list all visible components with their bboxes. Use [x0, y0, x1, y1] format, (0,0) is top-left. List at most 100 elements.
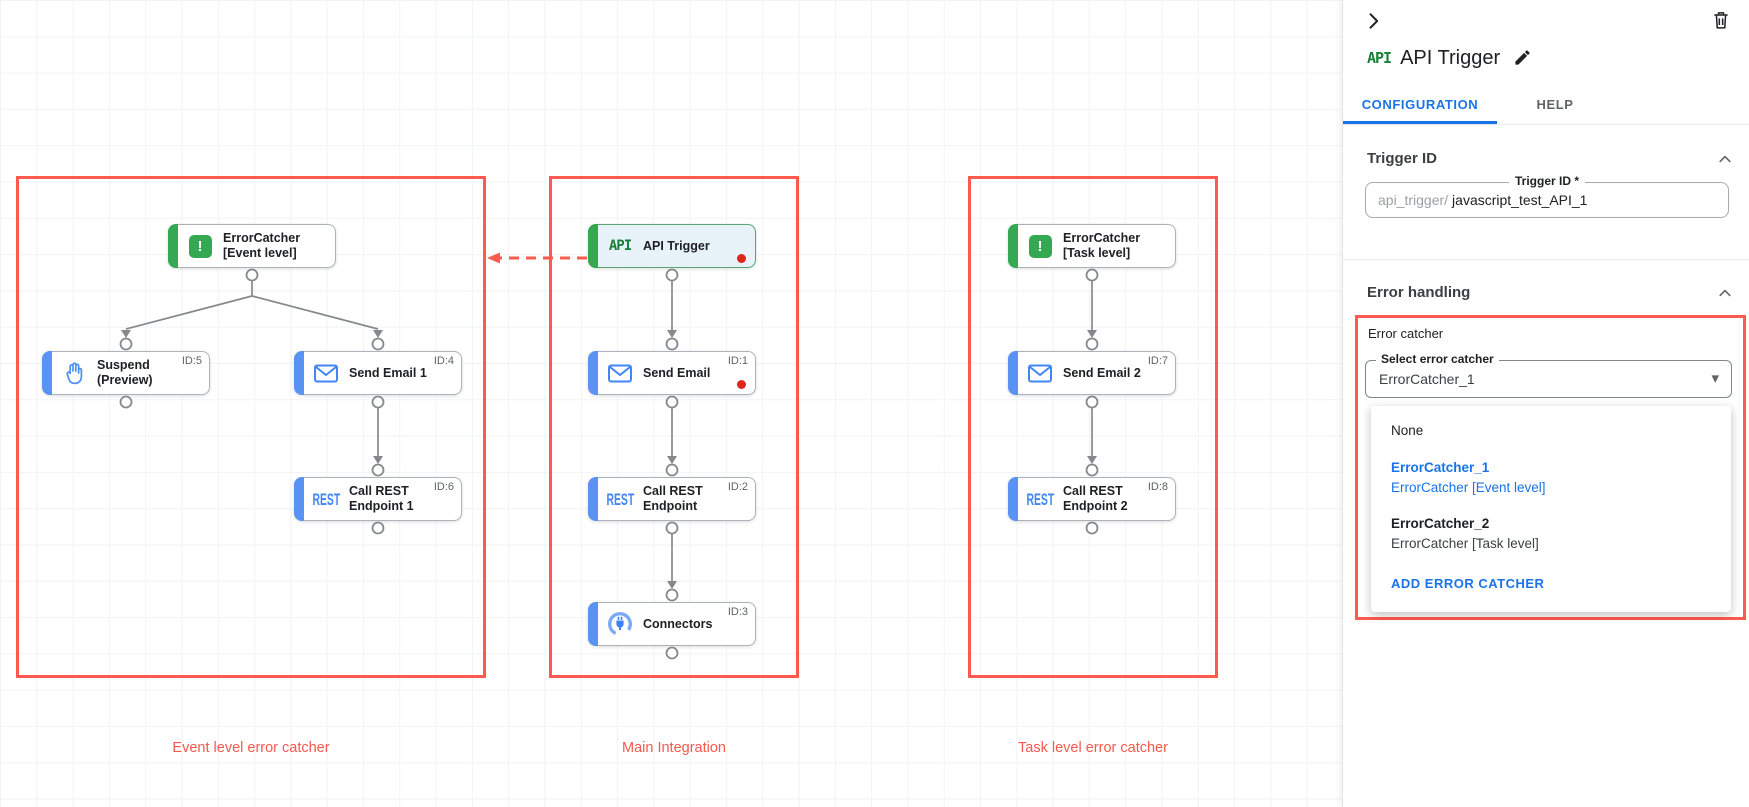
option-description: ErrorCatcher [Event level] [1391, 480, 1546, 495]
node-title: Call REST [643, 484, 703, 498]
edit-title-button[interactable] [1513, 48, 1533, 68]
menu-option-none[interactable]: None [1391, 423, 1424, 438]
node-id-badge: ID:8 [1147, 481, 1168, 493]
node-suspend-preview[interactable]: ID:5 Suspend(Preview) [42, 351, 210, 395]
node-subtitle: [Task level] [1063, 246, 1131, 260]
node-title: Call REST [1063, 484, 1123, 498]
node-subtitle: (Preview) [97, 373, 153, 387]
node-accent-bar [1008, 351, 1018, 395]
delete-trigger-button[interactable] [1711, 9, 1733, 31]
group-event-level-error-catcher [16, 176, 486, 678]
section-divider [1343, 259, 1749, 260]
node-title: Send Email 2 [1063, 365, 1141, 380]
node-id-badge: ID:1 [727, 355, 748, 367]
panel-title: API Trigger [1400, 46, 1501, 69]
menu-option-errorcatcher-2[interactable]: ErrorCatcher_2 ErrorCatcher [Task level] [1371, 507, 1731, 563]
dropdown-arrow-icon: ▾ [1711, 370, 1719, 387]
chevron-up-icon [1719, 289, 1731, 296]
error-handling-section-header[interactable]: Error handling [1367, 284, 1733, 301]
node-accent-bar [588, 224, 598, 268]
group-label-event-level: Event level error catcher [172, 740, 330, 756]
node-subtitle: [Event level] [223, 246, 297, 260]
node-errorcatcher-task-level[interactable]: ! ErrorCatcher[Task level] [1008, 224, 1176, 268]
node-subtitle: Endpoint 2 [1063, 499, 1128, 513]
email-icon [308, 364, 344, 383]
option-name: ErrorCatcher_2 [1391, 516, 1490, 531]
node-accent-bar [168, 224, 178, 268]
node-id-badge: ID:7 [1147, 355, 1168, 367]
node-send-email-1[interactable]: ID:4 Send Email 1 [294, 351, 462, 395]
collapse-panel-button[interactable] [1363, 11, 1385, 33]
node-accent-bar [294, 477, 304, 521]
node-id-badge: ID:4 [433, 355, 454, 367]
rest-icon: REST [312, 489, 340, 509]
trash-icon [1714, 12, 1728, 29]
node-accent-bar [42, 351, 52, 395]
node-title: ErrorCatcher [1063, 231, 1141, 245]
select-field-value: ErrorCatcher_1 [1379, 371, 1475, 387]
node-title: Suspend [97, 358, 150, 372]
error-catcher-icon: ! [1022, 234, 1058, 258]
node-title: Call REST [349, 484, 409, 498]
error-catcher-dropdown-menu: None ErrorCatcher_1 ErrorCatcher [Event … [1371, 406, 1731, 612]
node-subtitle: Endpoint 1 [349, 499, 414, 513]
chevron-up-icon [1719, 155, 1731, 162]
error-catcher-icon: ! [182, 234, 218, 258]
trigger-id-value: javascript_test_API_1 [1452, 192, 1588, 208]
error-catcher-label: Error catcher [1368, 326, 1444, 341]
chevron-right-icon [1369, 13, 1379, 29]
menu-option-errorcatcher-1[interactable]: ErrorCatcher_1 ErrorCatcher [Event level… [1371, 451, 1731, 507]
node-api-trigger[interactable]: API API Trigger [588, 224, 756, 268]
config-panel: API API Trigger CONFIGURATION HELP Trigg… [1342, 0, 1749, 807]
node-title: Send Email 1 [349, 365, 427, 380]
group-label-main-integration: Main Integration [622, 740, 726, 756]
error-indicator-dot [737, 380, 746, 389]
trigger-id-heading: Trigger ID [1367, 150, 1438, 167]
option-name: ErrorCatcher_1 [1391, 460, 1490, 475]
pencil-icon [1515, 50, 1530, 65]
panel-header: API API Trigger [1367, 44, 1533, 72]
node-send-email[interactable]: ID:1 Send Email [588, 351, 756, 395]
group-label-task-level: Task level error catcher [1018, 740, 1168, 756]
connectors-icon [602, 611, 638, 637]
node-accent-bar [588, 351, 598, 395]
node-title: API Trigger [643, 238, 710, 253]
error-indicator-dot [737, 254, 746, 263]
add-error-catcher-button[interactable]: ADD ERROR CATCHER [1391, 576, 1545, 591]
rest-icon: REST [606, 489, 634, 509]
error-catcher-highlight-box [1355, 315, 1746, 620]
node-title: Connectors [643, 616, 713, 631]
integration-canvas[interactable]: Event level error catcher Main Integrati… [0, 0, 1342, 807]
node-id-badge: ID:2 [727, 481, 748, 493]
tab-help[interactable]: HELP [1536, 97, 1574, 112]
group-task-level-error-catcher [968, 176, 1218, 678]
node-subtitle: Endpoint [643, 499, 698, 513]
trigger-id-section-header[interactable]: Trigger ID [1367, 150, 1733, 167]
panel-tabs: CONFIGURATION HELP [1343, 88, 1749, 125]
group-main-integration [549, 176, 799, 678]
node-id-badge: ID:3 [727, 606, 748, 618]
api-trigger-icon: API [608, 238, 632, 254]
suspend-hand-icon [56, 361, 92, 385]
tab-configuration[interactable]: CONFIGURATION [1343, 88, 1497, 124]
node-errorcatcher-event-level[interactable]: ! ErrorCatcher[Event level] [168, 224, 336, 268]
node-id-badge: ID:6 [433, 481, 454, 493]
select-field-label: Select error catcher [1376, 352, 1499, 366]
node-accent-bar [1008, 224, 1018, 268]
rest-icon: REST [1026, 489, 1054, 509]
trigger-id-field[interactable]: Trigger ID * api_trigger/javascript_test… [1365, 174, 1729, 218]
node-accent-bar [588, 477, 598, 521]
email-icon [1022, 364, 1058, 383]
error-handling-heading: Error handling [1367, 284, 1471, 301]
node-id-badge: ID:5 [181, 355, 202, 367]
node-connectors[interactable]: ID:3 Connectors [588, 602, 756, 646]
node-title: Send Email [643, 365, 711, 380]
node-accent-bar [588, 602, 598, 646]
node-accent-bar [1008, 477, 1018, 521]
node-send-email-2[interactable]: ID:7 Send Email 2 [1008, 351, 1176, 395]
error-catcher-select[interactable]: Select error catcher ErrorCatcher_1 ▾ [1365, 352, 1732, 398]
api-logo: API [1367, 49, 1392, 67]
